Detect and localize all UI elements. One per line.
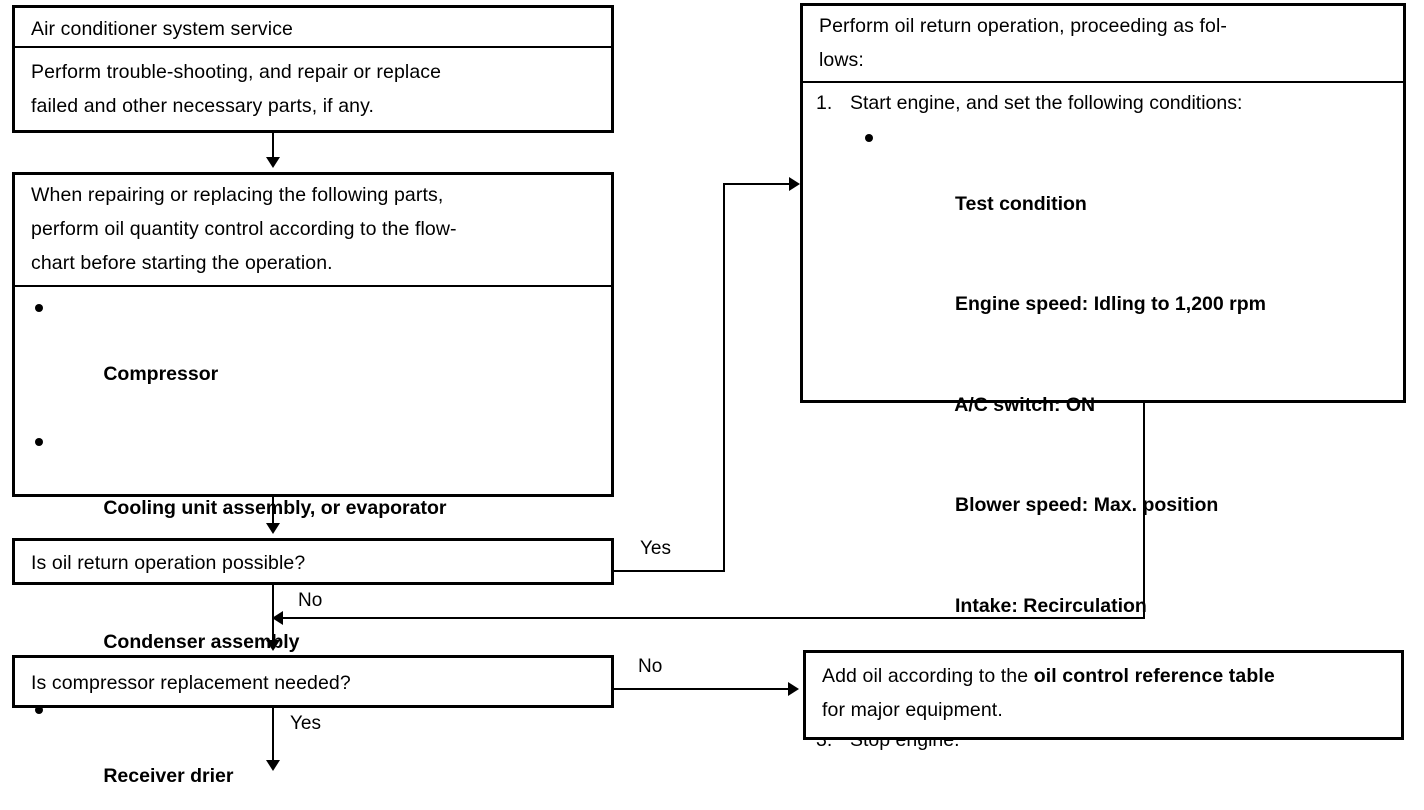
connector-yes-segment-up xyxy=(723,183,725,572)
parts-notice-line2: perform oil quantity control according t… xyxy=(31,218,457,240)
list-item: A/C switch: ON xyxy=(862,355,1396,456)
bullet-icon xyxy=(35,706,43,714)
list-item-label: Receiver drier xyxy=(103,765,234,787)
edge-label-yes-compressor: Yes xyxy=(290,713,321,734)
bullet-icon xyxy=(35,304,43,312)
service-header-body-line1: Perform trouble-shooting, and repair or … xyxy=(31,61,442,83)
oil-return-header-line1: Perform oil return operation, proceeding… xyxy=(819,15,1228,37)
box-oil-return-procedure: Perform oil return operation, proceeding… xyxy=(800,3,1406,751)
list-item-label: Engine speed: Idling to 1,200 rpm xyxy=(955,293,1266,315)
list-item: Engine speed: Idling to 1,200 rpm xyxy=(862,255,1396,356)
bullet-icon xyxy=(35,438,43,446)
box-divider xyxy=(15,46,611,48)
add-oil-line1: Add oil according to the oil control ref… xyxy=(822,659,1382,693)
connector-yes-segment-right xyxy=(614,570,725,572)
list-item-label: Condenser assembly xyxy=(103,631,300,653)
connector-service-to-parts xyxy=(272,133,274,159)
connector-parts-to-decision1 xyxy=(272,497,274,525)
list-item-label: Compressor xyxy=(103,363,219,385)
connector-compressor-yes-down xyxy=(272,708,274,763)
list-item-label: Intake: Recirculation xyxy=(955,594,1147,617)
box-parts-notice: When repairing or replacing the followin… xyxy=(12,172,614,787)
list-item-label: Cooling unit assembly, or evaporator xyxy=(103,497,447,519)
arrowhead-service-to-parts xyxy=(266,157,280,168)
decision-compressor-question: Is compressor replacement needed? xyxy=(31,672,351,694)
arrowhead-oilreturn-return xyxy=(272,611,283,625)
edge-label-no-oil-return: No xyxy=(298,590,323,611)
add-oil-line1-pre: Add oil according to the xyxy=(822,665,1034,687)
connector-oilreturn-return-down xyxy=(1143,403,1145,619)
parts-notice-line3: chart before starting the operation. xyxy=(31,252,333,274)
parts-list: Compressor Cooling unit assembly, or eva… xyxy=(33,291,593,810)
oil-return-steps: 1. Start engine, and set the following c… xyxy=(816,87,1396,757)
service-header-title: Air conditioner system service xyxy=(31,18,294,40)
terminator-label: Go to xyxy=(244,807,297,810)
decision-oil-return-question: Is oil return operation possible? xyxy=(31,552,306,574)
list-item: Condenser assembly xyxy=(33,559,593,693)
add-oil-reference-table-emphasis: oil control reference table xyxy=(1033,665,1275,687)
list-item: Blower speed: Max. position xyxy=(862,456,1396,557)
bullet-icon xyxy=(865,133,873,142)
edge-label-yes-oil-return: Yes xyxy=(640,538,671,559)
list-item: Receiver drier xyxy=(33,693,593,810)
terminator-go-to: Go to A xyxy=(222,782,318,810)
box-decision-oil-return: Is oil return operation possible? xyxy=(12,538,614,585)
list-item-step: 1. Start engine, and set the following c… xyxy=(816,87,1396,657)
arrowhead-compressor-no xyxy=(788,682,799,696)
list-item-label: A/C switch: ON xyxy=(954,393,1096,416)
test-condition-list: Test condition Engine speed: Idling to 1… xyxy=(862,121,1396,657)
list-item-label: Blower speed: Max. position xyxy=(955,494,1219,516)
connector-compressor-no xyxy=(614,688,790,690)
parts-notice-line1: When repairing or replacing the followin… xyxy=(31,184,444,206)
oil-return-header-line2: lows: xyxy=(819,49,864,71)
step-text: Start engine, and set the following cond… xyxy=(850,92,1243,114)
list-item: Cooling unit assembly, or evaporator xyxy=(33,425,593,559)
connector-yes-segment-into-box xyxy=(723,183,793,185)
connector-oilreturn-return-left xyxy=(272,617,1145,619)
box-divider xyxy=(803,81,1403,83)
arrowhead-compressor-yes xyxy=(266,760,280,771)
box-decision-compressor: Is compressor replacement needed? xyxy=(12,655,614,708)
add-oil-line2: for major equipment. xyxy=(822,699,1003,721)
list-item: Compressor xyxy=(33,291,593,425)
box-service-header: Air conditioner system service Perform t… xyxy=(12,5,614,133)
edge-label-no-compressor: No xyxy=(638,656,663,677)
box-divider xyxy=(15,285,611,287)
arrowhead-yes-into-oil-return xyxy=(789,177,800,191)
list-item: Test condition xyxy=(862,121,1396,255)
arrowhead-no-to-decision2 xyxy=(266,640,280,651)
service-header-body-line2: failed and other necessary parts, if any… xyxy=(31,95,375,117)
arrowhead-parts-to-decision1 xyxy=(266,523,280,534)
list-item: Intake: Recirculation xyxy=(862,556,1396,657)
box-add-oil: Add oil according to the oil control ref… xyxy=(803,650,1404,740)
list-item-label: Test condition xyxy=(955,192,1087,215)
step-number: 1. xyxy=(816,92,833,114)
